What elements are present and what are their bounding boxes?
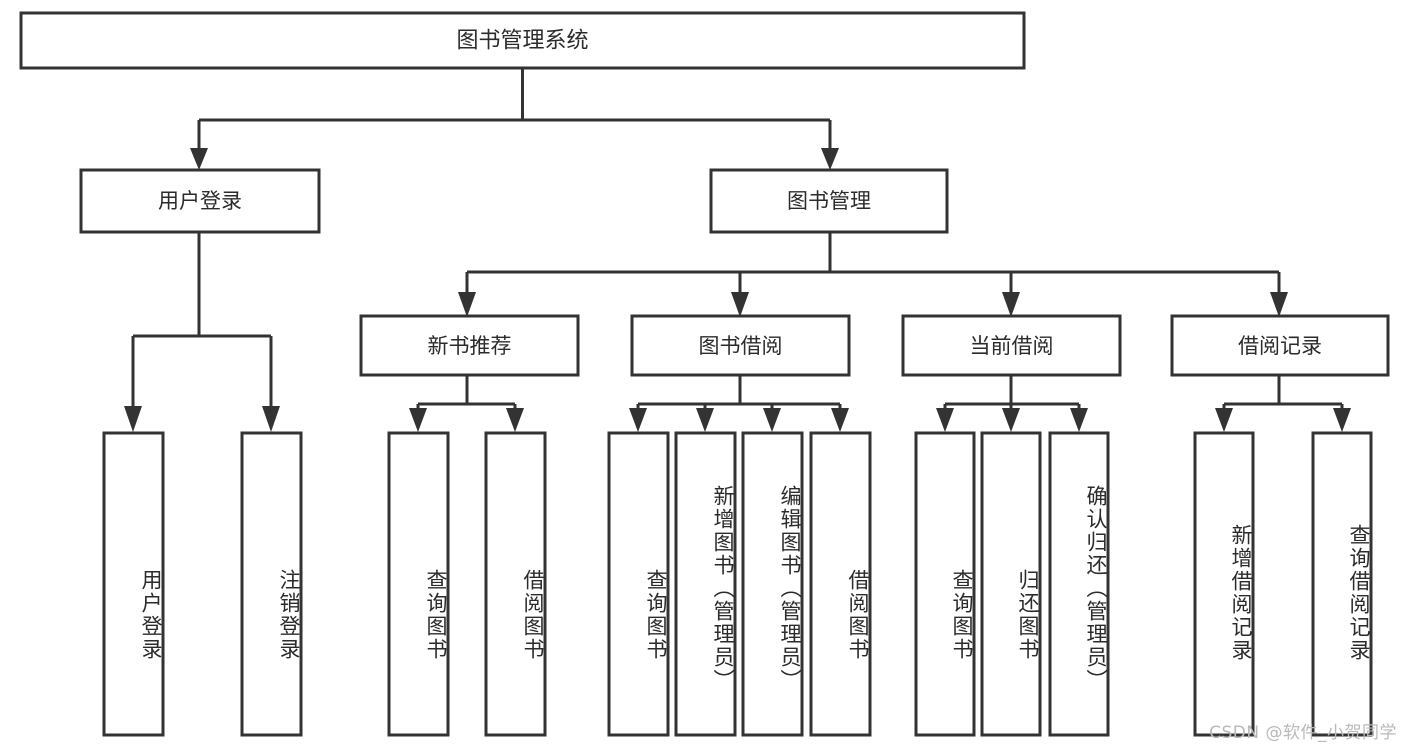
node-leaf-add-book-box[interactable]	[674, 431, 737, 737]
node-book-manage-label: 图书管理	[787, 189, 871, 213]
node-leaf-return-book-box[interactable]	[980, 431, 1042, 737]
arrowhead-leaf-user-login	[124, 406, 142, 432]
node-leaf-user-login-box[interactable]	[102, 431, 165, 737]
arrowhead-borrow-record	[1270, 292, 1288, 317]
arrowhead-book-manage	[821, 148, 839, 170]
node-leaf-edit-book-box[interactable]	[741, 431, 804, 737]
node-book-manage[interactable]: 图书管理	[709, 168, 949, 234]
node-current-borrow-label: 当前借阅	[970, 334, 1054, 358]
node-new-book-rec-label: 新书推荐	[428, 334, 512, 358]
node-root[interactable]: 图书管理系统	[19, 11, 1026, 70]
node-root-label: 图书管理系统	[456, 29, 588, 54]
arrowhead-user-login	[190, 148, 208, 170]
node-current-borrow-box[interactable]	[901, 314, 1122, 377]
node-leaf-confirm-return-box[interactable]	[1048, 431, 1110, 737]
node-leaf-add-record-box[interactable]	[1193, 431, 1255, 737]
node-user-login-box[interactable]	[79, 168, 321, 234]
node-leaf-query-book-1-box[interactable]	[387, 431, 450, 737]
arrowhead-leaf-borrow-book-1	[506, 408, 524, 432]
node-new-book-rec-box[interactable]	[359, 314, 580, 377]
node-new-book-rec[interactable]: 新书推荐	[359, 314, 580, 377]
node-user-login[interactable]: 用户登录	[79, 168, 321, 234]
arrowhead-new-book-rec	[458, 292, 476, 317]
node-borrow-record-label: 借阅记录	[1238, 334, 1322, 358]
node-book-borrow-box[interactable]	[630, 314, 851, 377]
node-book-borrow-label: 图书借阅	[699, 334, 783, 358]
arrowhead-leaf-confirm-return	[1070, 408, 1088, 432]
arrowhead-leaf-edit-book	[763, 408, 781, 432]
arrowhead-book-borrow	[731, 292, 749, 317]
node-leaf-query-record-box[interactable]	[1311, 431, 1373, 737]
node-current-borrow[interactable]: 当前借阅	[901, 314, 1122, 377]
arrowhead-leaf-borrow-book-2	[831, 408, 849, 432]
node-user-login-label: 用户登录	[158, 189, 242, 213]
arrowhead-leaf-return-book	[1002, 408, 1020, 432]
arrowhead-leaf-add-record	[1215, 408, 1233, 432]
arrowhead-leaf-query-book-3	[936, 408, 954, 432]
node-leaf-borrow-book-2-box[interactable]	[809, 431, 872, 737]
arrowhead-leaf-add-book	[696, 408, 714, 432]
connector-layer	[124, 68, 1351, 432]
arrowhead-leaf-logout	[262, 406, 280, 432]
arrowhead-current-borrow	[1002, 292, 1020, 317]
watermark-text: CSDN @软件_小贺同学	[1209, 723, 1397, 743]
node-borrow-record[interactable]: 借阅记录	[1170, 314, 1390, 377]
node-book-manage-box[interactable]	[709, 168, 949, 234]
node-leaf-query-book-3-box[interactable]	[914, 431, 976, 737]
node-leaf-query-book-2-box[interactable]	[607, 431, 670, 737]
arrowhead-leaf-query-book-1	[409, 408, 427, 432]
arrowhead-leaf-query-book-2	[629, 408, 647, 432]
node-borrow-record-box[interactable]	[1170, 314, 1390, 377]
node-root-box[interactable]	[19, 11, 1026, 70]
node-leaf-logout-box[interactable]	[240, 431, 303, 737]
node-book-borrow[interactable]: 图书借阅	[630, 314, 851, 377]
node-leaf-borrow-book-1-box[interactable]	[484, 431, 547, 737]
arrowhead-leaf-query-record	[1333, 408, 1351, 432]
